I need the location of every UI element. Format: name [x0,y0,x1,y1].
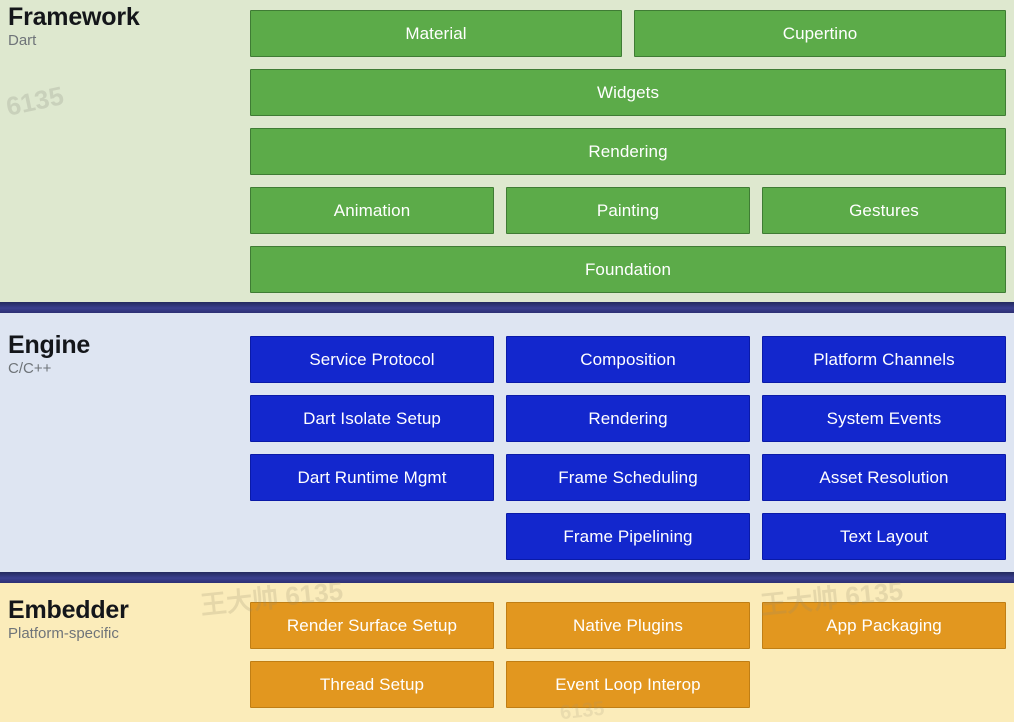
engine-row-3: Dart Runtime Mgmt Frame Scheduling Asset… [250,454,1006,501]
box-frame-scheduling[interactable]: Frame Scheduling [506,454,750,501]
embedder-row-1: Render Surface Setup Native Plugins App … [250,602,1006,649]
box-material[interactable]: Material [250,10,622,57]
box-render-surface-setup[interactable]: Render Surface Setup [250,602,494,649]
framework-row-3: Rendering [250,128,1006,175]
box-native-plugins[interactable]: Native Plugins [506,602,750,649]
gutter [494,513,506,560]
engine-row-4-empty-slot [250,513,494,560]
embedder-rows: Render Surface Setup Native Plugins App … [250,602,1006,708]
engine-row-4: Frame Pipelining Text Layout [250,513,1006,560]
layer-engine: 6135 Engine C/C++ Service Protocol Compo… [0,313,1014,572]
engine-row-1: Service Protocol Composition Platform Ch… [250,336,1006,383]
box-platform-channels[interactable]: Platform Channels [762,336,1006,383]
box-dart-isolate-setup[interactable]: Dart Isolate Setup [250,395,494,442]
box-system-events[interactable]: System Events [762,395,1006,442]
engine-rows: Service Protocol Composition Platform Ch… [250,336,1006,560]
gutter [750,454,762,501]
gutter [494,336,506,383]
framework-row-2: Widgets [250,69,1006,116]
box-rendering-engine[interactable]: Rendering [506,395,750,442]
box-painting[interactable]: Painting [506,187,750,234]
engine-title: Engine [8,331,91,359]
box-service-protocol[interactable]: Service Protocol [250,336,494,383]
gutter [750,513,762,560]
box-gestures[interactable]: Gestures [762,187,1006,234]
framework-row-1: Material Cupertino [250,10,1006,57]
framework-label-group: Framework Dart [8,4,240,50]
framework-row-4: Animation Painting Gestures [250,187,1006,234]
box-composition[interactable]: Composition [506,336,750,383]
embedder-label-group: Embedder Platform-specific [8,597,240,643]
gutter [494,187,506,234]
box-animation[interactable]: Animation [250,187,494,234]
gutter [622,10,634,57]
engine-subtitle: C/C++ [8,360,52,378]
gutter [494,602,506,649]
embedder-title: Embedder [8,596,129,624]
box-text-layout[interactable]: Text Layout [762,513,1006,560]
embedder-subtitle: Platform-specific [8,625,119,643]
watermark-code-a: 6135 [3,80,67,122]
divider-engine-embedder [0,572,1014,583]
gutter [494,661,506,708]
gutter [750,336,762,383]
framework-subtitle: Dart [8,32,37,50]
layer-embedder: Embedder Platform-specific Render Surfac… [0,583,1014,722]
box-rendering-framework[interactable]: Rendering [250,128,1006,175]
box-thread-setup[interactable]: Thread Setup [250,661,494,708]
framework-row-5: Foundation [250,246,1006,293]
gutter [750,395,762,442]
box-event-loop-interop[interactable]: Event Loop Interop [506,661,750,708]
engine-row-2: Dart Isolate Setup Rendering System Even… [250,395,1006,442]
layer-framework: 6135 Framework Dart Material Cupertino W… [0,0,1014,302]
box-foundation[interactable]: Foundation [250,246,1006,293]
framework-rows: Material Cupertino Widgets Rendering Ani… [250,10,1006,293]
gutter [494,395,506,442]
gutter [750,187,762,234]
box-widgets[interactable]: Widgets [250,69,1006,116]
box-frame-pipelining[interactable]: Frame Pipelining [506,513,750,560]
embedder-row-2-empty-slot [762,661,1006,708]
divider-framework-engine [0,302,1014,313]
gutter [494,454,506,501]
gutter [750,602,762,649]
engine-label-group: Engine C/C++ [8,332,240,378]
gutter [750,661,762,708]
box-dart-runtime-mgmt[interactable]: Dart Runtime Mgmt [250,454,494,501]
box-app-packaging[interactable]: App Packaging [762,602,1006,649]
box-asset-resolution[interactable]: Asset Resolution [762,454,1006,501]
box-cupertino[interactable]: Cupertino [634,10,1006,57]
embedder-row-2: Thread Setup Event Loop Interop [250,661,1006,708]
framework-title: Framework [8,3,140,31]
